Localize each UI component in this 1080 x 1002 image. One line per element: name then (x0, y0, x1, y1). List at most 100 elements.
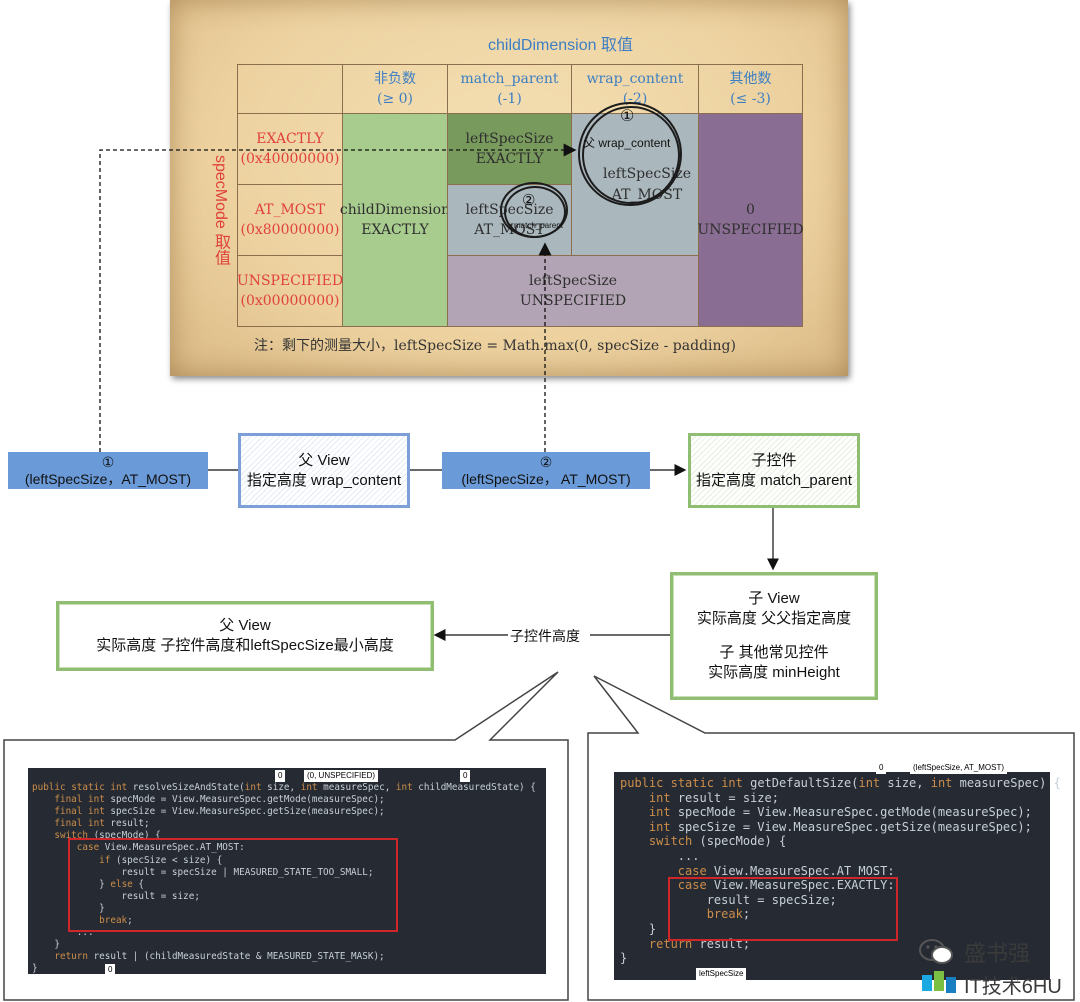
spec-label-2: ② (leftSpecSize， AT_MOST) (442, 452, 650, 489)
cell-match-parent-exactly: leftSpecSize EXACTLY (447, 113, 572, 185)
return-tag: leftSpecSize (696, 968, 747, 980)
dashed-arrow-1 (99, 143, 577, 452)
row-header-at-most: AT_MOST (0x80000000) (237, 184, 343, 256)
box-title: 父 View (219, 617, 271, 634)
code-line: switch (specMode) { (648, 834, 787, 849)
box-title: 子控件 (751, 451, 797, 469)
parent-result-box: 父 View 实际高度 子控件高度和leftSpecSize最小高度 (56, 601, 434, 671)
code-line: } else { (32, 878, 144, 890)
return-tag: 0 (105, 964, 116, 976)
highlight-box-left (68, 838, 398, 932)
spec-text: (leftSpecSize，AT_MOST) (24, 470, 192, 487)
spec-num: ② (539, 453, 553, 470)
arrow-label-child-height: 子控件高度 (510, 626, 580, 646)
box-line: 实际高度 父父指定高度 (696, 610, 852, 627)
spec-table-card: childDimension 取值 specMode 取值 非负数 (≥ 0) … (170, 0, 848, 376)
box-desc: 指定高度 wrap_content (246, 471, 402, 489)
col-header-range: (≥ 0) (376, 91, 413, 107)
cell-line: childDimension (339, 201, 451, 218)
code-line: final int specSize = View.MeasureSpec.ge… (54, 806, 385, 818)
col-header-label: 其他数 (729, 70, 772, 87)
code-line: final int specMode = View.MeasureSpec.ge… (54, 794, 385, 806)
box-line: 子 View (748, 590, 800, 607)
cell-line: UNSPECIFIED (519, 293, 627, 309)
cell-line: UNSPECIFIED (697, 222, 804, 238)
code-line: case View.MeasureSpec.EXACTLY: (677, 878, 895, 893)
annotation-circle-2-inner (504, 186, 566, 238)
code-line: return result | (childMeasuredState & ME… (54, 951, 385, 963)
brand-logo-icon (922, 971, 956, 995)
code-line: case View.MeasureSpec.AT_MOST: (76, 842, 245, 854)
code-line: } (620, 921, 657, 936)
code-line: } (32, 939, 60, 951)
code-line: int specSize = View.MeasureSpec.getSize(… (648, 819, 1032, 834)
row-header-value: (0x40000000) (240, 151, 340, 167)
row-header-value: (0x00000000) (240, 293, 340, 309)
watermark-name: 盛书强 (964, 941, 1031, 966)
row-header-label: UNSPECIFIED (236, 272, 344, 289)
table-note: 注：剩下的测量大小，leftSpecSize = Math.max(0, spe… (254, 338, 736, 354)
row-header-label: AT_MOST (254, 201, 326, 218)
parent-view-box: 父 View 指定高度 wrap_content (238, 433, 410, 508)
cell-line: leftSpecSize (529, 272, 617, 289)
watermark-sub: IT技术6HU (964, 976, 1062, 998)
col-header-range: (≤ -3) (730, 91, 771, 107)
annotation-text-2: match_parent (514, 221, 563, 230)
code-line: switch (specMode) { (54, 830, 161, 842)
annotation-num-1: ① (620, 108, 635, 125)
box-line: 子 其他常见控件 (719, 644, 829, 661)
annotation-text-1: 父 wrap_content (583, 136, 671, 150)
param-tag: 0 (460, 770, 471, 782)
row-header-exactly: EXACTLY (0x40000000) (237, 113, 343, 185)
spec-num: ① (101, 453, 115, 470)
col-header-other: 其他数 (≤ -3) (698, 64, 803, 114)
box-title: 父 View (298, 451, 350, 469)
cell-line: EXACTLY (475, 151, 544, 167)
code-line: int result = size; (648, 790, 779, 805)
code-line: } (32, 963, 38, 975)
code-line: } (620, 951, 628, 966)
child-control-box: 子控件 指定高度 match_parent (688, 433, 860, 508)
row-header-unspecified: UNSPECIFIED (0x00000000) (237, 255, 343, 327)
code-line: int specMode = View.MeasureSpec.getMode(… (648, 805, 1032, 820)
code-line: ... (32, 927, 94, 939)
cell-line: EXACTLY (361, 222, 429, 238)
code-line: if (specSize < size) { (99, 854, 223, 866)
highlight-box-right (668, 877, 898, 941)
table-top-header: childDimension 取值 (488, 37, 633, 54)
cell-other: 0 UNSPECIFIED (697, 113, 804, 327)
annotation-circle-1-inner (582, 106, 680, 204)
code-line: case View.MeasureSpec.AT_MOST: (677, 863, 895, 878)
param-tag: 0 (275, 770, 286, 782)
code-line: result = specSize; (620, 892, 837, 907)
code-line: } (32, 902, 105, 914)
col-header-label: wrap_content (586, 70, 684, 87)
param-tag: (leftSpecSize, AT_MOST) (910, 762, 1007, 774)
code-panel-default-size: public static int getDefaultSize(int siz… (614, 772, 1061, 980)
spec-label-1: ① (leftSpecSize，AT_MOST) (8, 452, 208, 489)
box-desc: 指定高度 match_parent (696, 471, 852, 489)
param-tag: 0 (876, 762, 887, 774)
wechat-icon (918, 938, 954, 966)
code-line: ... (620, 848, 700, 863)
cell-nonneg-exactly: childDimension EXACTLY (339, 113, 451, 327)
code-line: public static int getDefaultSize(int siz… (620, 776, 1061, 790)
spec-text: (leftSpecSize， AT_MOST) (461, 470, 631, 487)
row-header-value: (0x80000000) (240, 222, 340, 238)
child-view-box: 子 View 实际高度 父父指定高度 子 其他常见控件 实际高度 minHeig… (670, 572, 878, 700)
col-header-label: match_parent (460, 70, 559, 87)
annotation-circle-1 (578, 102, 682, 206)
annotation-num-2: ② (522, 192, 536, 209)
box-desc: 实际高度 子控件高度和leftSpecSize最小高度 (96, 637, 394, 654)
cell-line: leftSpecSize (465, 130, 554, 147)
code-line: final int result; (54, 818, 150, 830)
table-side-header: specMode 取值 (212, 155, 229, 266)
code-line: break; (99, 915, 133, 927)
param-tag: (0, UNSPECIFIED) (304, 770, 379, 782)
box-line: 实际高度 minHeight (708, 664, 840, 681)
col-header-range: (-1) (497, 91, 522, 107)
row-header-label: EXACTLY (256, 130, 324, 147)
box-spacer (673, 629, 875, 643)
code-line: result = size; (32, 890, 200, 902)
code-panel-resolve-size: public static int resolveSizeAndState(in… (28, 768, 546, 974)
